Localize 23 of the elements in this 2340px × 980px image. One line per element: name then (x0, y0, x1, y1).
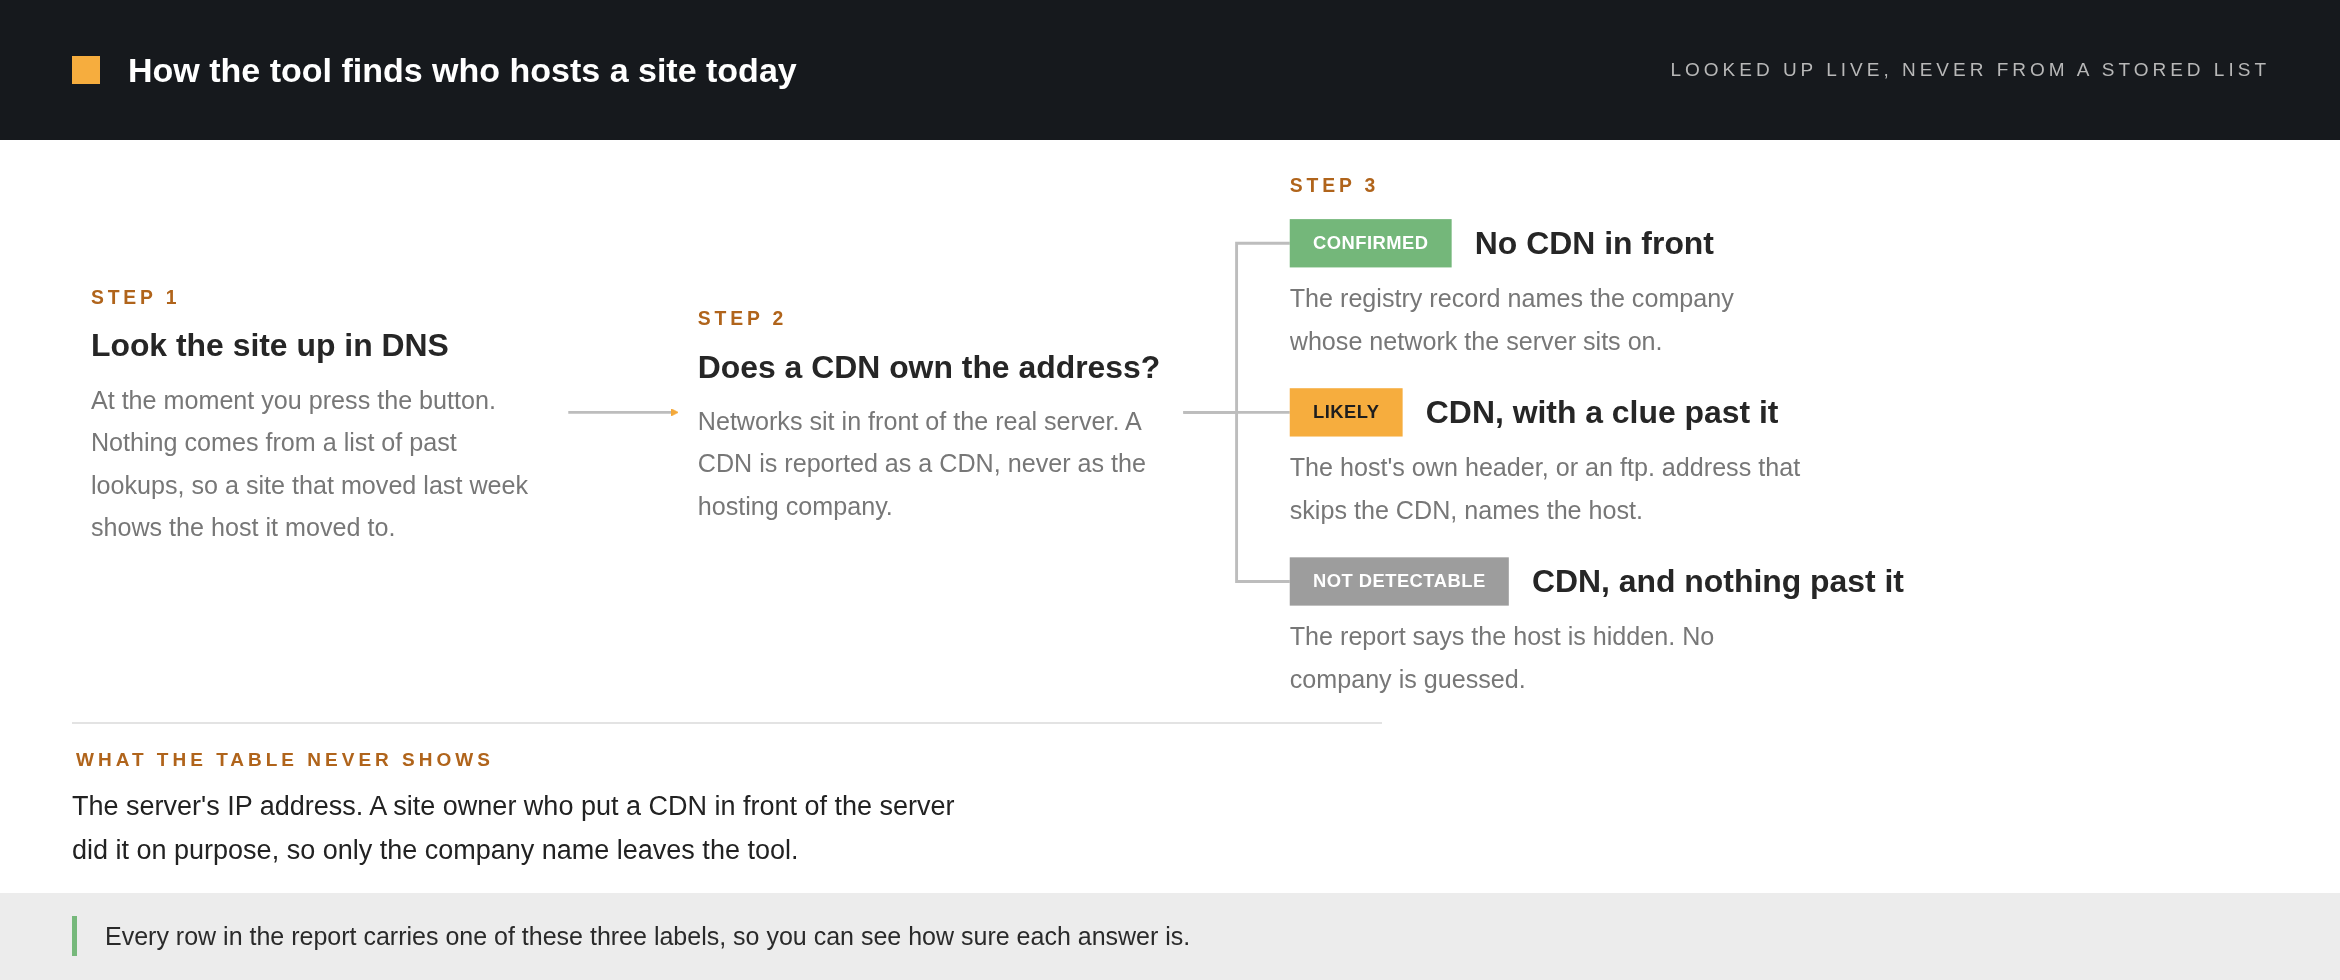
status-badge: NOT DETECTABLE (1289, 557, 1509, 606)
step-heading: Look the site up in DNS (90, 327, 449, 364)
step-heading: Does a CDN own the address? (697, 348, 1161, 385)
outcome-description: The report says the host is hidden. No company is guessed. (1289, 621, 1716, 696)
outcome-heading: CDN, with a clue past it (1425, 393, 1779, 432)
note-text: The server's IP address. A site owner who put a CDN in front of the server did it on purpose, so only the company name leaves the tool. (72, 790, 956, 867)
arrow (568, 408, 679, 417)
section-heading: WHAT THE TABLE NEVER SHOWS (76, 748, 494, 772)
step-description: Networks sit in front of the real server. A CDN is reported as a CDN, never as the hosting company. (697, 405, 1147, 523)
step-label: STEP 1 (90, 286, 181, 308)
title: How the tool finds who hosts a site today (128, 50, 797, 91)
step-label: STEP 3 (1289, 173, 1380, 198)
status-badge: CONFIRMED (1289, 219, 1452, 268)
footer-note: Every row in the report carries one of these three labels, so you can see how sure each answer is. (72, 916, 1191, 956)
outcome-heading: CDN, and nothing past it (1532, 562, 1904, 601)
subtitle: LOOKED UP LIVE, NEVER FROM A STORED LIST (1670, 58, 2270, 82)
outcome-description: The registry record names the company whose network the server sits on. (1289, 282, 1735, 358)
status-badge: LIKELY (1289, 388, 1403, 437)
outcome-description: The host's own header, or an ftp. address that skips the CDN, names the host. (1289, 451, 1802, 527)
step-label: STEP 2 (697, 308, 788, 330)
connector-line (1183, 410, 1290, 583)
outcome-heading: No CDN in front (1474, 223, 1714, 263)
step-description: At the moment you press the button. Nothing comes from a list of past lookups, so a site that moved last week shows the host it moved to. (90, 384, 530, 544)
